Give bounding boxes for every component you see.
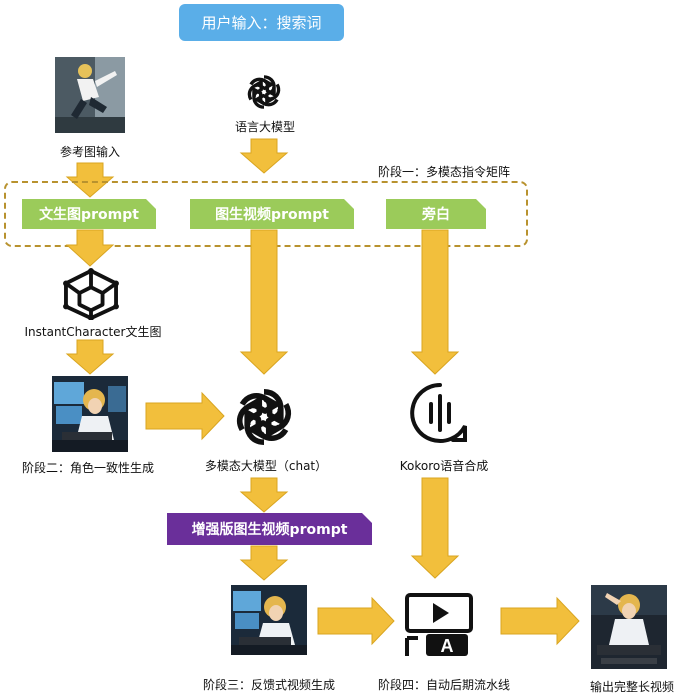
user-input-box: 用户输入：搜索词 [179, 4, 344, 41]
stage3-label: 阶段三：反馈式视频生成 [202, 678, 335, 692]
narration-label: 旁白 [422, 207, 450, 223]
voice-icon [409, 382, 471, 444]
ref-label: 参考图输入 [59, 145, 120, 159]
t2i-prompt-label: 文生图prompt [39, 207, 139, 223]
arrow-narration-to-kokoro [410, 229, 460, 375]
arrow-stage2-to-multimodal [145, 391, 225, 441]
arrow-stage3-to-editor [317, 596, 395, 646]
svg-text:A: A [441, 636, 454, 656]
arrow-ref-to-t2i [65, 162, 115, 198]
stage1-label: 阶段一：多模态指令矩阵 [378, 165, 511, 179]
arrow-editor-to-output [500, 596, 580, 646]
reference-image [55, 57, 125, 133]
output-video-image [591, 585, 667, 669]
multimodal-label: 多模态大模型（chat） [204, 459, 328, 473]
enhanced-prompt-label: 增强版图生视频prompt [191, 522, 348, 538]
stage2-label: 阶段二：角色一致性生成 [21, 461, 154, 475]
arrow-kokoro-to-editor [410, 477, 460, 579]
character-image [52, 376, 128, 452]
arrow-enhanced-to-stage3 [239, 545, 289, 581]
arrow-t2i-to-instantcharacter [65, 229, 115, 267]
arrow-instantcharacter-to-stage2 [65, 339, 115, 375]
i2v-prompt-box: 图生视频prompt [190, 199, 354, 229]
instantcharacter-label: InstantCharacter文生图 [24, 325, 162, 339]
llm-label: 语言大模型 [234, 120, 295, 134]
user-input-label: 用户输入：搜索词 [201, 14, 322, 32]
kokoro-label: Kokoro语音合成 [399, 459, 489, 473]
arrow-multimodal-to-enhanced [239, 477, 289, 513]
output-label: 输出完整长视频 [589, 680, 674, 694]
openai-icon [229, 382, 299, 452]
video-editor-icon: A [404, 592, 474, 658]
narration-prompt-box: 旁白 [386, 199, 486, 229]
stage4-label: 阶段四：自动后期流水线 [377, 678, 510, 692]
stage3-video-image [231, 585, 307, 655]
cube-icon [62, 268, 120, 321]
t2i-prompt-box: 文生图prompt [22, 199, 156, 229]
openai-icon [243, 71, 285, 113]
enhanced-prompt-box: 增强版图生视频prompt [167, 513, 372, 545]
arrow-llm-to-prompts [239, 138, 289, 174]
i2v-prompt-label: 图生视频prompt [215, 207, 329, 223]
arrow-i2v-to-multimodal [239, 229, 289, 375]
